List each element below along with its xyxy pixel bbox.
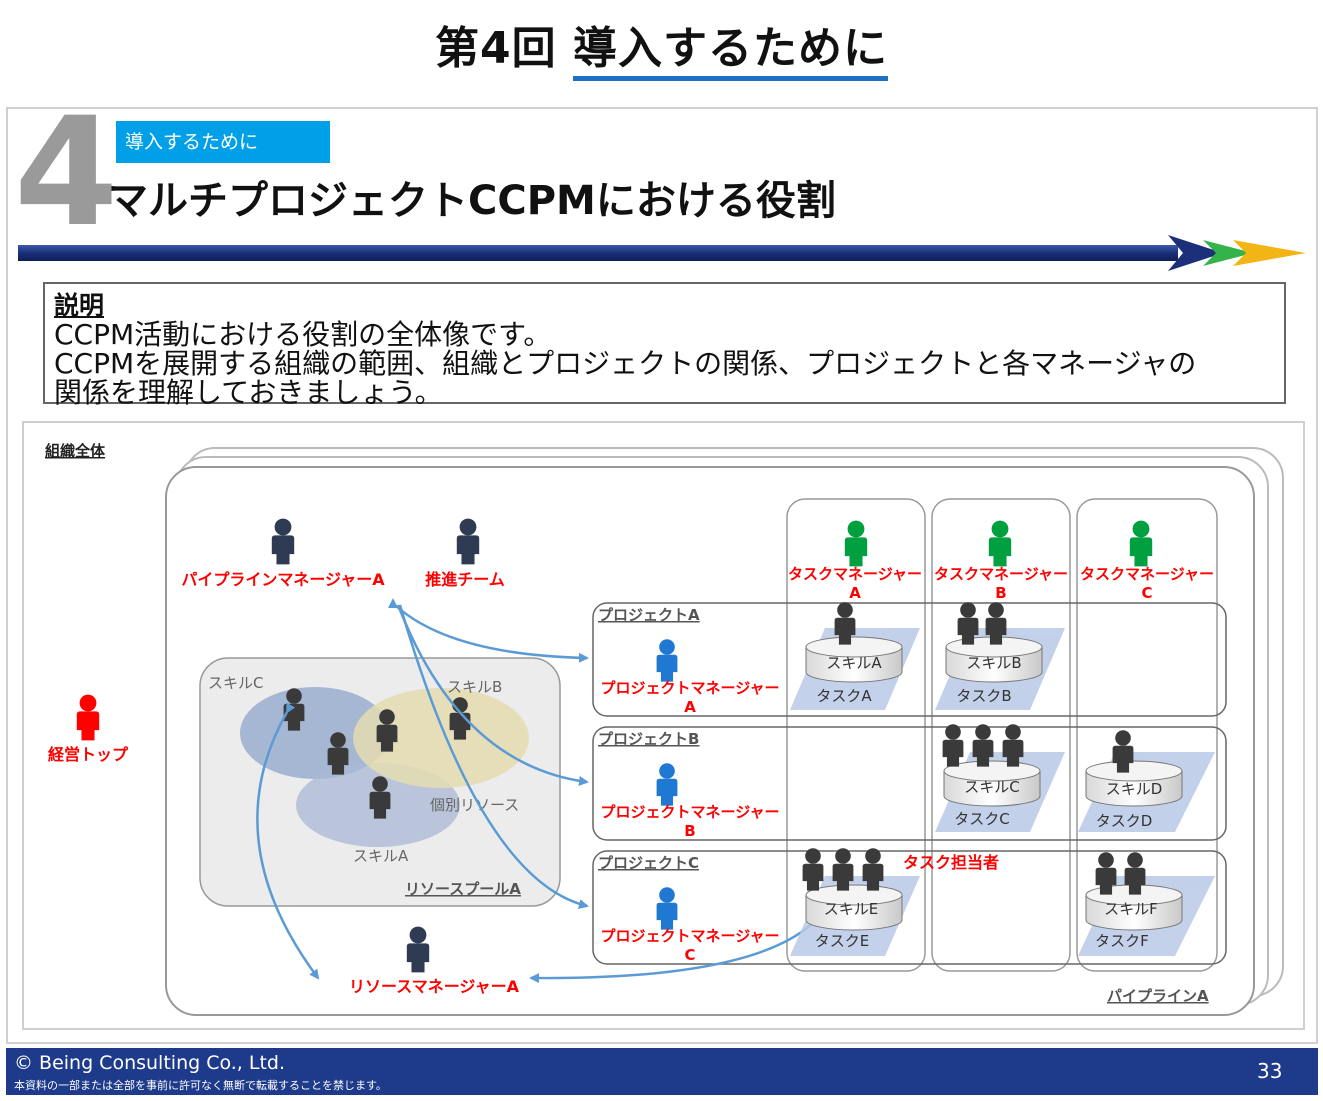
- task-a-label: タスクA: [816, 687, 872, 705]
- project-manager-b-suffix: B: [684, 822, 695, 840]
- resource-pool-label: リソースプールA: [405, 880, 521, 898]
- skill-a-cylinder-top: [805, 636, 903, 658]
- footer-bar: [6, 1048, 1318, 1095]
- arrow-assignee-to-resource-manager: [529, 917, 819, 984]
- arrow-to-project-a: [394, 604, 589, 663]
- description-line: 関係を理解しておきましょう。: [54, 376, 443, 409]
- skill-f-label: スキルF: [1104, 900, 1158, 918]
- task-column-a: [786, 498, 926, 972]
- pool-skill-b: スキルB: [447, 678, 502, 696]
- task-assignee-label: タスク担当者: [903, 853, 999, 872]
- skill-a-label: スキルA: [826, 654, 882, 672]
- chapter-tag: 導入するために: [116, 121, 330, 163]
- project-label-a: プロジェクトA: [598, 606, 700, 624]
- project-label-b: プロジェクトB: [598, 730, 699, 748]
- task-column-b: [931, 498, 1071, 972]
- org-label: 組織全体: [45, 442, 106, 460]
- skill-cylinders: [805, 636, 1183, 931]
- description-heading: 説明: [54, 291, 105, 320]
- task-manager-a-label: タスクマネージャー: [788, 565, 922, 583]
- resource-manager-label: リソースマネージャーA: [349, 977, 520, 996]
- project-row-a: [592, 602, 1227, 717]
- arrow-head-yellow: [1233, 240, 1306, 266]
- individual-resource-label: 個別リソース: [430, 796, 519, 814]
- copyright-notice: 本資料の一部または全部を事前に許可なく無断で転載することを禁じます。: [14, 1079, 387, 1092]
- page-number: 33: [1257, 1059, 1283, 1083]
- skill-c-label: スキルC: [964, 778, 1019, 796]
- skill-e-label: スキルE: [824, 900, 878, 918]
- task-manager-c-label: タスクマネージャー: [1080, 565, 1214, 583]
- skill-d-cylinder-top: [1085, 760, 1183, 782]
- arrow-shaft: [18, 245, 1178, 261]
- task-f-label: タスクF: [1095, 932, 1149, 950]
- progress-arrow-bar: [18, 235, 1306, 271]
- task-column-c: [1076, 498, 1218, 972]
- description-box: [43, 282, 1286, 404]
- title-underlined: 導入するために: [572, 23, 888, 81]
- relation-arrows: [256, 598, 819, 984]
- copyright: © Being Consulting Co., Ltd.: [14, 1052, 286, 1074]
- project-manager-a-label: プロジェクトマネージャー: [601, 679, 780, 697]
- top-management-person-icon: [76, 694, 100, 741]
- skill-d-label: スキルD: [1106, 780, 1163, 798]
- arrow-head-green: [1203, 240, 1253, 266]
- project-label-c: プロジェクトC: [598, 854, 699, 872]
- top-management-label: 経営トップ: [48, 745, 129, 764]
- task-manager-b-label: タスクマネージャー: [934, 565, 1068, 583]
- pipeline-label: パイプラインA: [1107, 987, 1209, 1005]
- task-manager-c-suffix: C: [1141, 584, 1152, 602]
- slide-title: マルチプロジェクトCCPMにおける役割: [108, 178, 836, 224]
- pool-skill-c: スキルC: [208, 674, 263, 692]
- arrow-head-navy: [1168, 235, 1223, 271]
- task-e-label: タスクE: [815, 932, 869, 950]
- role-diagram: 組織全体 プロジェクトA プロジェクトB プロジェクトC スキルC スキルB 個…: [45, 442, 1284, 1016]
- skill-b-label: スキルB: [966, 654, 1021, 672]
- project-manager-a-suffix: A: [684, 698, 696, 716]
- task-d-label: タスクD: [1096, 812, 1153, 830]
- title-prefix: 第4回: [435, 23, 557, 74]
- project-row-b: [592, 726, 1227, 841]
- arrow-to-project-c: [398, 604, 589, 909]
- pipeline-manager-label: パイプラインマネージャーA: [181, 570, 385, 589]
- page-title: 第4回 導入するために: [0, 12, 1323, 81]
- pool-skill-a: スキルA: [353, 847, 409, 865]
- project-manager-c-suffix: C: [684, 946, 695, 964]
- description-line: CCPMを展開する組織の範囲、組織とプロジェクトの関係、プロジェクトと各マネージ…: [54, 347, 1197, 380]
- skill-task-labels: スキルA タスクA スキルB タスクB スキルC タスクC スキルD タスクD …: [815, 654, 1163, 950]
- arrow-to-project-b: [396, 604, 589, 786]
- project-manager-c-label: プロジェクトマネージャー: [601, 927, 780, 945]
- task-manager-a-suffix: A: [849, 584, 861, 602]
- skill-b-ellipse: [353, 688, 529, 788]
- project-row-c: [592, 850, 1227, 965]
- project-manager-b-label: プロジェクトマネージャー: [601, 803, 780, 821]
- task-b-label: タスクB: [956, 687, 1011, 705]
- promotion-team-label: 推進チーム: [425, 570, 505, 589]
- chapter-number: 4: [14, 86, 119, 260]
- task-manager-b-suffix: B: [995, 584, 1006, 602]
- arrow-pool-to-resource-manager: [256, 702, 320, 980]
- description-line: CCPM活動における役割の全体像です。: [54, 318, 552, 351]
- task-c-label: タスクC: [954, 810, 1009, 828]
